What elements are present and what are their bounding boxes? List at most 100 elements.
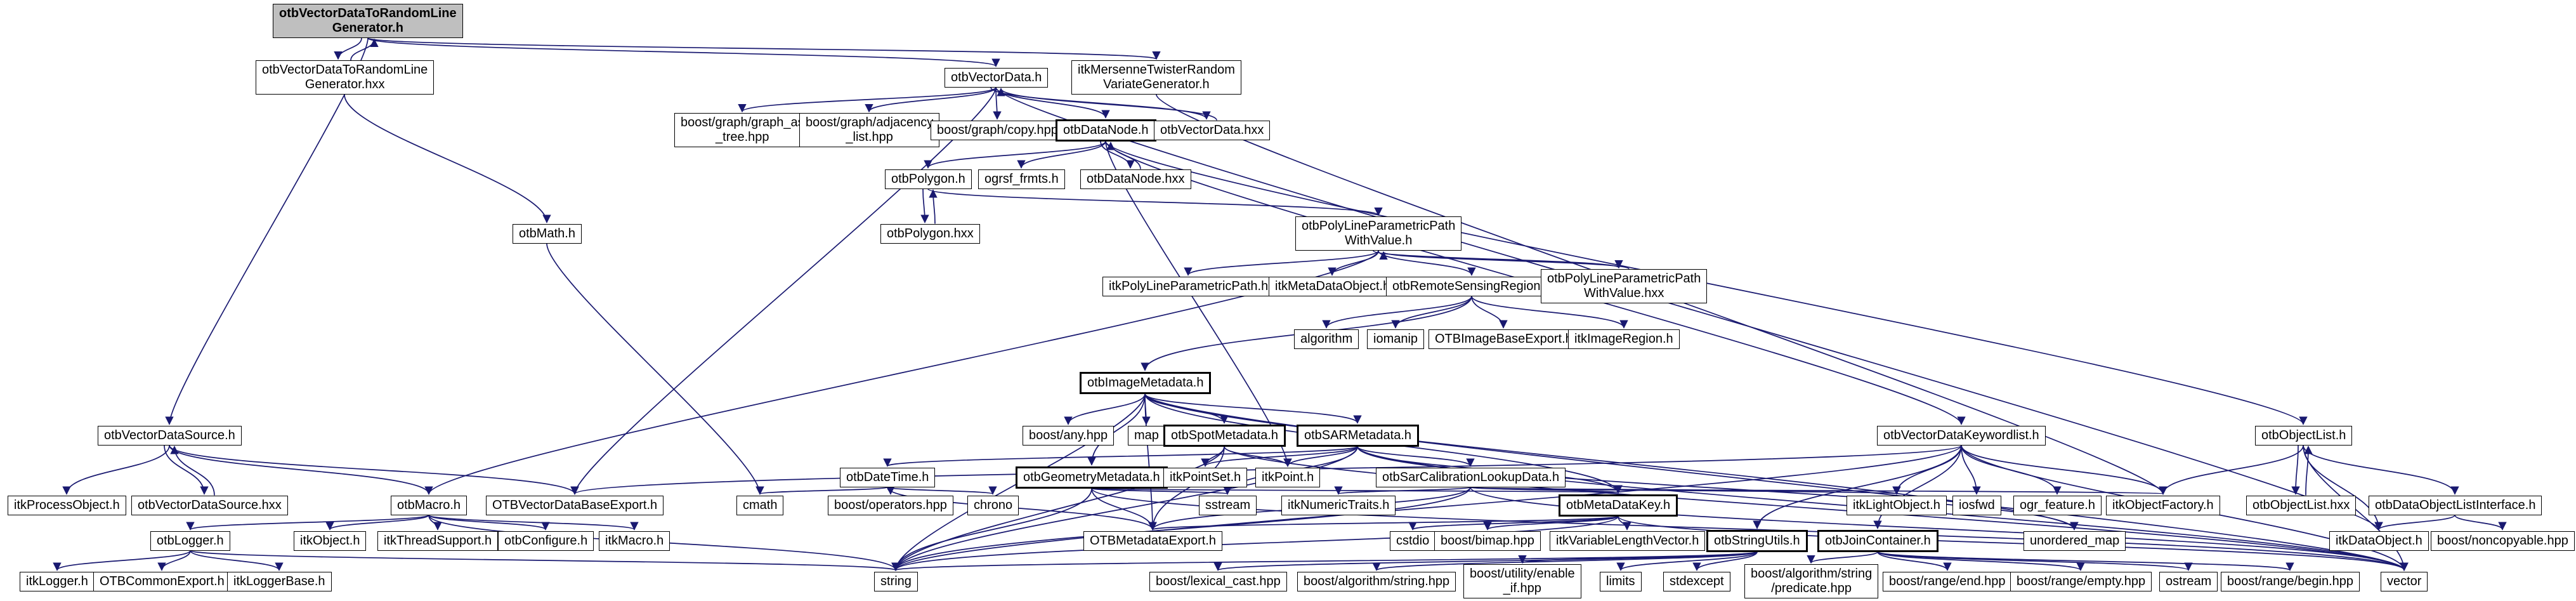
graph-node-datanode_h[interactable]: otbDataNode.h: [1056, 119, 1156, 142]
include-edge-gen_hxx-to-math_h: [344, 94, 551, 223]
graph-node-stdexcept[interactable]: stdexcept: [1663, 572, 1730, 591]
graph-node-adjacency_list[interactable]: boost/graph/adjacency _list.hpp: [799, 113, 940, 147]
include-edge-objlist_h-to-itk_objfactory: [2159, 445, 2304, 495]
graph-node-polygon_h[interactable]: otbPolygon.h: [885, 169, 972, 189]
graph-node-geommd[interactable]: otbGeometryMetadata.h: [1016, 466, 1168, 489]
graph-node-imagemetadata[interactable]: otbImageMetadata.h: [1080, 372, 1212, 394]
graph-node-ogr_feature[interactable]: ogr_feature.h: [2013, 496, 2102, 515]
graph-node-mersenne[interactable]: itkMersenneTwisterRandom VariateGenerato…: [1071, 60, 1241, 95]
graph-node-boost_predicate[interactable]: boost/algorithm/string /predicate.hpp: [1744, 564, 1879, 598]
graph-node-unordered_map[interactable]: unordered_map: [2024, 531, 2126, 551]
graph-node-boost_operators[interactable]: boost/operators.hpp: [828, 496, 953, 515]
graph-node-itk_numtraits[interactable]: itkNumericTraits.h: [1281, 496, 1396, 515]
graph-node-itk_macro[interactable]: itkMacro.h: [599, 531, 670, 551]
include-edge-rsr-to-imagebase_export: [1471, 296, 1508, 329]
graph-node-cstdio[interactable]: cstdio: [1390, 531, 1436, 551]
graph-node-graph_as_tree[interactable]: boost/graph/graph_as _tree.hpp: [674, 113, 811, 147]
graph-node-graph_copy[interactable]: boost/graph/copy.hpp: [931, 121, 1064, 140]
graph-node-sstream[interactable]: sstream: [1199, 496, 1257, 515]
graph-node-gen_hxx[interactable]: otbVectorDataToRandomLine Generator.hxx: [256, 60, 435, 95]
graph-node-itk_plp[interactable]: itkPolyLineParametricPath.h: [1102, 277, 1275, 296]
include-edge-geommd-to-string: [891, 488, 1092, 571]
graph-node-rsr[interactable]: otbRemoteSensingRegion.h: [1386, 277, 1558, 296]
graph-node-sarcal[interactable]: otbSarCalibrationLookupData.h: [1376, 468, 1566, 487]
include-edge-datanode_h-to-datanode_hxx: [1100, 141, 1135, 169]
graph-node-dataobj_li[interactable]: otbDataObjectListInterface.h: [2369, 496, 2542, 515]
graph-node-itk_objfactory[interactable]: itkObjectFactory.h: [2106, 496, 2220, 515]
graph-node-vector[interactable]: vector: [2381, 572, 2428, 591]
graph-node-objlist_h[interactable]: otbObjectList.h: [2255, 426, 2353, 446]
graph-node-itk_imageregion[interactable]: itkImageRegion.h: [1568, 329, 1680, 349]
graph-node-stringutils[interactable]: otbStringUtils.h: [1706, 530, 1808, 552]
graph-node-itk_logger[interactable]: itkLogger.h: [20, 572, 95, 591]
graph-node-vectordata_hxx[interactable]: otbVectorData.hxx: [1154, 121, 1271, 140]
include-edge-dataobj_li-to-itk_dataobj: [2374, 514, 2455, 531]
graph-node-otbconfigure[interactable]: otbConfigure.h: [498, 531, 594, 551]
graph-node-otblogger[interactable]: otbLogger.h: [150, 531, 230, 551]
graph-node-boost_enableif[interactable]: boost/utility/enable _if.hpp: [1463, 564, 1581, 598]
graph-node-cmath[interactable]: cmath: [736, 496, 784, 515]
graph-node-itk_vlv[interactable]: itkVariableLengthVector.h: [1550, 531, 1706, 551]
graph-node-imagebase_export[interactable]: OTBImageBaseExport.h: [1429, 329, 1579, 349]
graph-node-chrono[interactable]: chrono: [967, 496, 1019, 515]
include-edge-objlist_h-to-objlist_hxx: [2291, 445, 2300, 495]
graph-node-spotmd[interactable]: otbSpotMetadata.h: [1163, 425, 1286, 447]
graph-node-joincontainer[interactable]: otbJoinContainer.h: [1817, 530, 1939, 552]
graph-node-boost_range_begin[interactable]: boost/range/begin.hpp: [2221, 572, 2360, 591]
graph-node-boost_noncopy[interactable]: boost/noncopyable.hpp: [2431, 531, 2575, 551]
graph-node-datanode_hxx[interactable]: otbDataNode.hxx: [1080, 169, 1191, 189]
graph-node-string[interactable]: string: [874, 572, 918, 591]
graph-node-plpwv_hxx[interactable]: otbPolyLineParametricPath WithValue.hxx: [1541, 269, 1708, 303]
graph-node-vdsource_hxx[interactable]: otbVectorDataSource.hxx: [131, 496, 288, 515]
graph-node-ogrsf[interactable]: ogrsf_frmts.h: [978, 169, 1065, 189]
graph-node-itk_processobj[interactable]: itkProcessObject.h: [8, 496, 126, 515]
graph-node-iomanip[interactable]: iomanip: [1367, 329, 1425, 349]
graph-node-vdb_export[interactable]: OTBVectorDataBaseExport.h: [486, 496, 664, 515]
graph-node-mdkey[interactable]: otbMetaDataKey.h: [1559, 494, 1678, 517]
graph-node-ostream[interactable]: ostream: [2159, 572, 2218, 591]
include-edge-imagemetadata-to-md_export: [1144, 393, 1157, 531]
include-edge-vd_kwl-to-string: [891, 445, 1962, 571]
include-edge-vd_kwl-to-stringutils: [1753, 445, 1962, 529]
include-edge-vdsource_h-to-vdb_export: [169, 445, 579, 495]
graph-node-map[interactable]: map: [1128, 426, 1165, 446]
graph-node-boost_algostring[interactable]: boost/algorithm/string.hpp: [1297, 572, 1456, 591]
graph-node-sarmd[interactable]: otbSARMetadata.h: [1297, 425, 1419, 447]
graph-node-plpwv_h[interactable]: otbPolyLineParametricPath WithValue.h: [1295, 216, 1462, 251]
graph-node-polygon_hxx[interactable]: otbPolygon.hxx: [880, 224, 980, 244]
graph-node-otbmacro[interactable]: otbMacro.h: [391, 496, 467, 515]
graph-node-algorithm[interactable]: algorithm: [1294, 329, 1359, 349]
graph-node-limits[interactable]: limits: [1600, 572, 1642, 591]
graph-node-itk_loggerbase[interactable]: itkLoggerBase.h: [227, 572, 332, 591]
graph-node-itk_threadsup[interactable]: itkThreadSupport.h: [377, 531, 499, 551]
graph-node-itk_mdo[interactable]: itkMetaDataObject.h: [1269, 277, 1397, 296]
graph-node-boost_lexical[interactable]: boost/lexical_cast.hpp: [1149, 572, 1287, 591]
graph-node-md_export[interactable]: OTBMetadataExport.h: [1083, 531, 1222, 551]
graph-node-common_export[interactable]: OTBCommonExport.h: [93, 572, 231, 591]
graph-node-boost_any[interactable]: boost/any.hpp: [1023, 426, 1115, 446]
include-edge-rsr-to-iomanip: [1391, 296, 1472, 329]
graph-node-boost_bimap[interactable]: boost/bimap.hpp: [1434, 531, 1541, 551]
graph-node-math_h[interactable]: otbMath.h: [513, 224, 582, 244]
graph-node-vectordata_h[interactable]: otbVectorData.h: [945, 68, 1049, 88]
graph-node-itk_object[interactable]: itkObject.h: [294, 531, 367, 551]
include-edge-gen_h-to-vectordata_h: [367, 37, 1000, 67]
graph-node-objlist_hxx[interactable]: otbObjectList.hxx: [2246, 496, 2357, 515]
graph-node-boost_range_end[interactable]: boost/range/end.hpp: [1883, 572, 2012, 591]
graph-node-itk_dataobj[interactable]: itkDataObject.h: [2329, 531, 2429, 551]
graph-node-itk_lightobj[interactable]: itkLightObject.h: [1847, 496, 1947, 515]
include-edge-plpwv_h-to-otbmacro: [424, 250, 1379, 495]
graph-node-gen_h[interactable]: otbVectorDataToRandomLine Generator.h: [273, 4, 463, 38]
graph-node-vd_kwl[interactable]: otbVectorDataKeywordlist.h: [1877, 426, 2046, 446]
graph-node-vdsource_h[interactable]: otbVectorDataSource.h: [98, 426, 242, 446]
graph-node-itk_point[interactable]: itkPoint.h: [1255, 468, 1321, 487]
include-edge-vdsource_hxx-to-vdsource_h: [170, 446, 215, 496]
include-edge-datetime-to-chrono: [887, 486, 997, 495]
graph-node-itk_pointset[interactable]: itkPointSet.h: [1163, 468, 1248, 487]
include-edge-datetime-to-cmath: [755, 486, 888, 495]
include-edge-sarmd-to-datetime: [883, 446, 1358, 467]
graph-node-iosfwd[interactable]: iosfwd: [1952, 496, 2001, 515]
graph-node-boost_range_empty[interactable]: boost/range/empty.hpp: [2010, 572, 2152, 591]
graph-node-datetime[interactable]: otbDateTime.h: [840, 468, 936, 487]
include-edge-vectordata_h-to-graph_as_tree: [738, 86, 997, 113]
